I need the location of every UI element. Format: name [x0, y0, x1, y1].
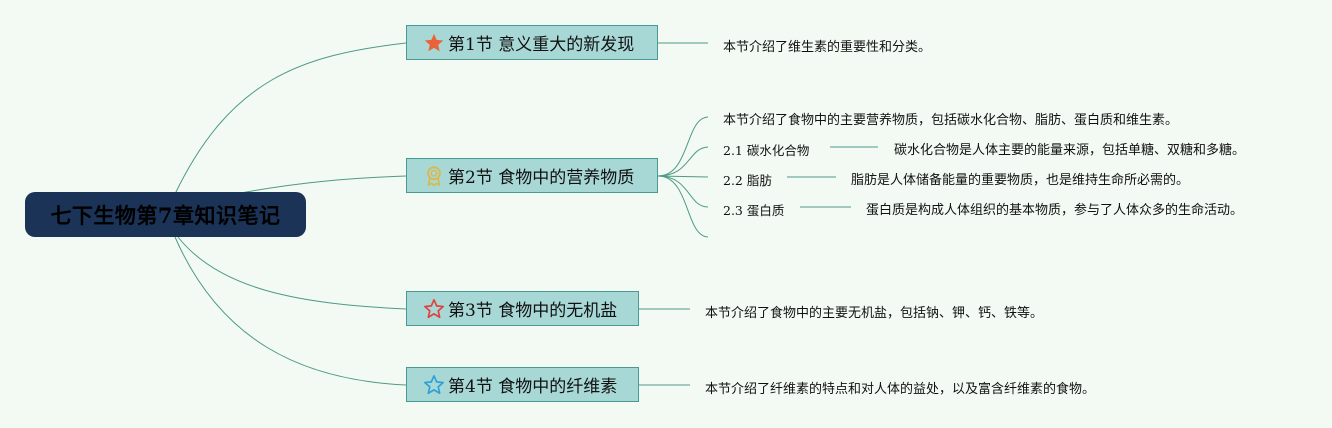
subtopic-2-1-note[interactable]: 碳水化合物是人体主要的能量来源，包括单糖、双糖和多糖。 — [894, 143, 1246, 158]
subtopic-2-3-label[interactable]: 2.3 蛋白质 — [723, 203, 785, 218]
section-2-note[interactable]: 本节介绍了食物中的主要营养物质，包括碳水化合物、脂肪、蛋白质和维生素。 — [723, 113, 1179, 128]
link-subtopic-2-2 — [657, 175, 709, 178]
link-root-section-2 — [234, 175, 407, 195]
star-filled-orange-icon — [423, 32, 445, 54]
topic-label: 第3节 食物中的无机盐 — [448, 301, 618, 321]
subtopic-2-1-label[interactable]: 2.1 碳水化合物 — [723, 143, 810, 158]
link-root-section-1 — [174, 42, 407, 195]
link-subtopic-2-1 — [657, 146, 709, 177]
subtopic-2-3-note[interactable]: 蛋白质是构成人体组织的基本物质，参与了人体众多的生命活动。 — [866, 203, 1244, 218]
link-root-section-4 — [174, 236, 407, 386]
topic-label: 第1节 意义重大的新发现 — [448, 35, 635, 55]
link-section-2-extra — [657, 175, 709, 238]
section-3-note[interactable]: 本节介绍了食物中的主要无机盐，包括钠、钾、钙、铁等。 — [705, 306, 1044, 321]
topic-label: 第2节 食物中的营养物质 — [448, 168, 635, 188]
topic-section-4[interactable]: 第4节 食物中的纤维素 — [406, 367, 639, 402]
topic-section-2[interactable]: 第2节 食物中的营养物质 — [406, 158, 658, 193]
link-root-section-3 — [177, 236, 407, 310]
section-1-note[interactable]: 本节介绍了维生素的重要性和分类。 — [723, 40, 932, 55]
link-subtopic-2-3 — [657, 175, 709, 208]
topic-section-1[interactable]: 第1节 意义重大的新发现 — [406, 25, 658, 60]
subtopic-2-2-label[interactable]: 2.2 脂肪 — [723, 173, 772, 188]
star-outline-red-icon — [423, 298, 445, 320]
root-title: 七下生物第7章知识笔记 — [50, 202, 281, 228]
award-medal-icon — [423, 165, 445, 187]
link-section-2-note — [657, 116, 709, 177]
topic-section-3[interactable]: 第3节 食物中的无机盐 — [406, 291, 639, 326]
topic-label: 第4节 食物中的纤维素 — [448, 377, 618, 397]
star-outline-blue-icon — [423, 374, 445, 396]
section-4-note[interactable]: 本节介绍了纤维素的特点和对人体的益处，以及富含纤维素的食物。 — [705, 382, 1096, 397]
root-topic[interactable]: 七下生物第7章知识笔记 — [25, 192, 306, 237]
subtopic-2-2-note[interactable]: 脂肪是人体储备能量的重要物质，也是维持生命所必需的。 — [851, 173, 1190, 188]
